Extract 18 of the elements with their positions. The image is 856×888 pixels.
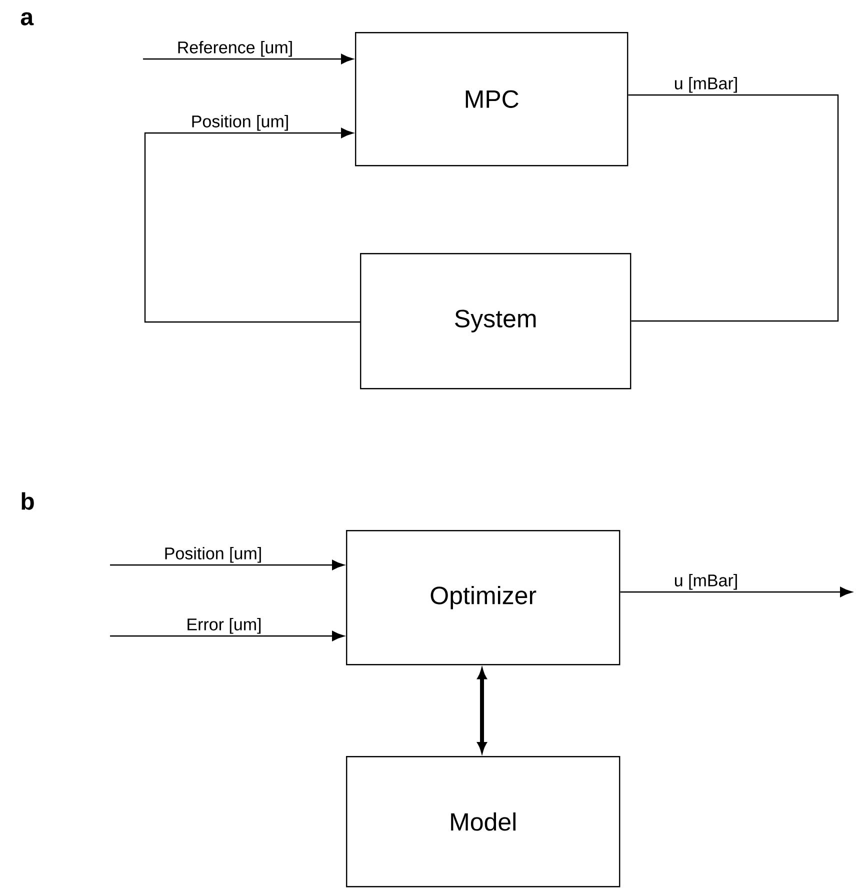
panel-letter: a: [20, 12, 34, 26]
edge-label: Position [um]: [192, 114, 288, 131]
arrow: [143, 54, 354, 64]
connector-line: [628, 94, 839, 322]
process-box: Optimizer: [346, 530, 620, 666]
arrow: [110, 560, 344, 570]
arrow: [620, 586, 852, 598]
process-box: System: [360, 253, 632, 390]
edge-label: Position [um]: [165, 546, 261, 563]
arrow: [144, 128, 360, 323]
arrow: [110, 630, 344, 642]
panel-letter: b: [22, 492, 34, 510]
edge-label: Reference [um]: [178, 40, 292, 57]
process-box: Model: [346, 756, 620, 888]
edge-label: Error [um]: [188, 618, 261, 634]
edge-label: u [mBar]: [675, 76, 737, 93]
process-box: MPC: [355, 32, 628, 166]
edge-label: u [mBar]: [675, 574, 737, 590]
